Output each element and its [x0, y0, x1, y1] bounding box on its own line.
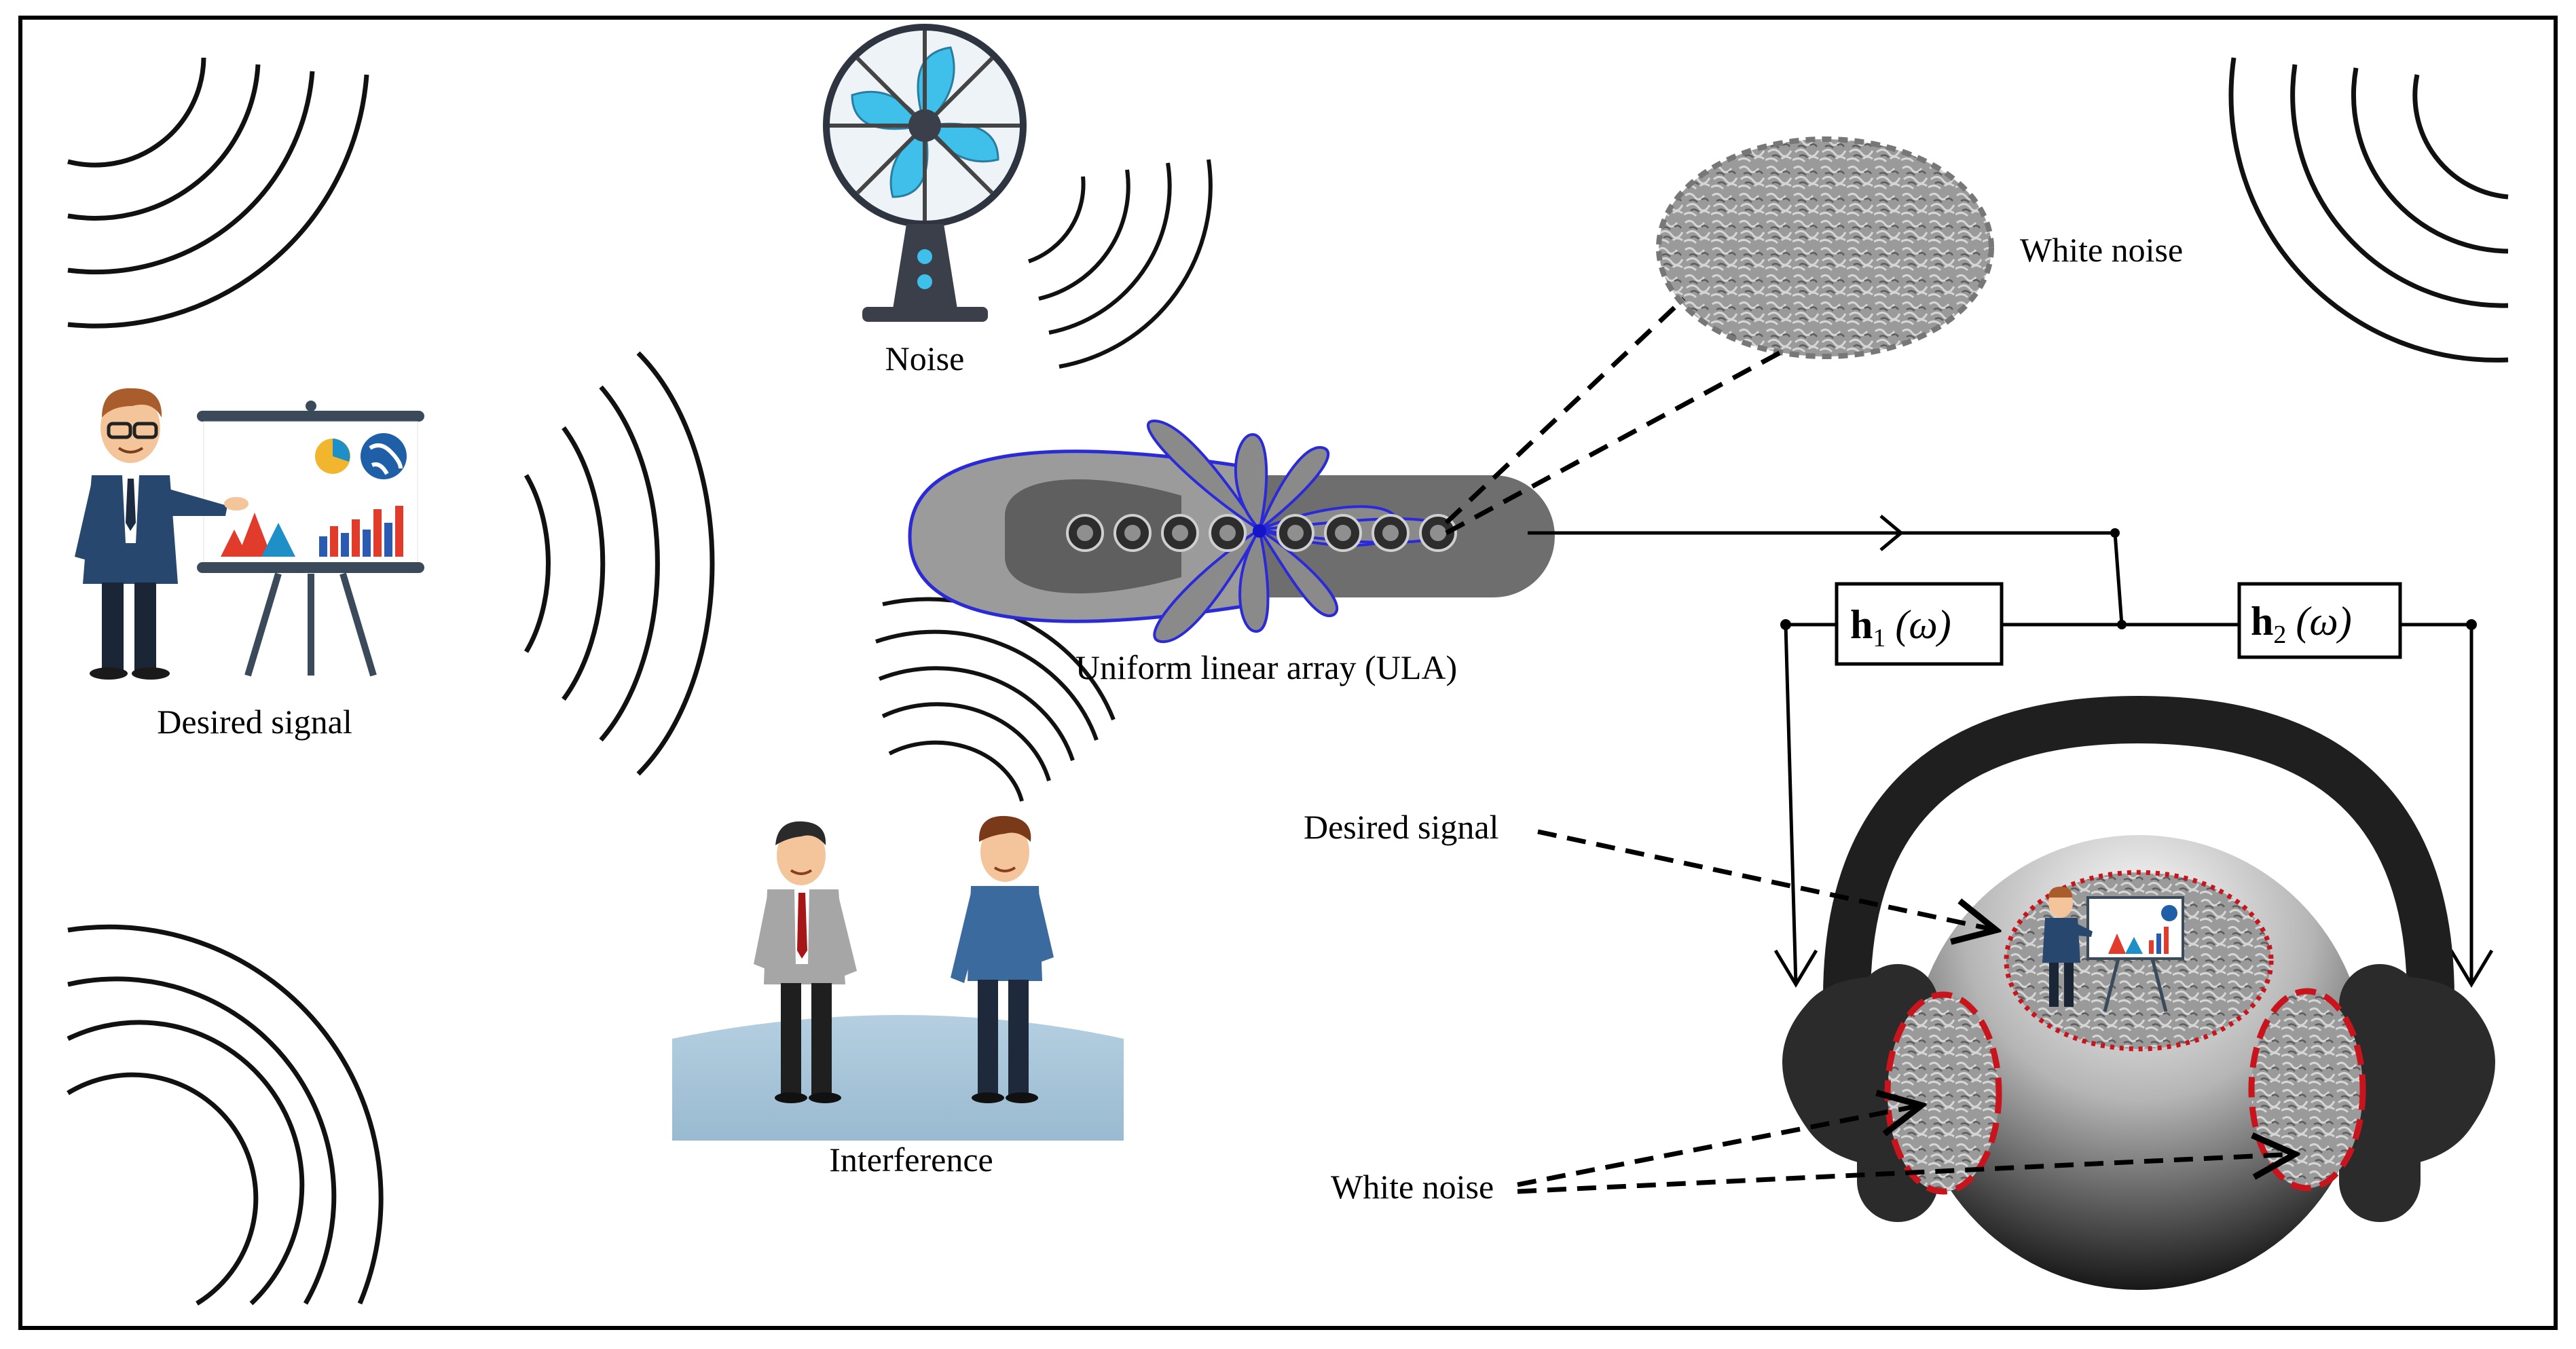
noise-label: Noise: [885, 339, 965, 377]
white-noise-blob-top: [1656, 136, 1994, 359]
svg-text:h1(ω): h1 (ω): [1850, 602, 1951, 652]
ula-label: Uniform linear array (ULA): [1075, 648, 1457, 686]
desired-signal-label-left: Desired signal: [157, 703, 352, 741]
ula-array: [908, 419, 1555, 644]
microphone-element-icon: [1276, 514, 1314, 552]
wave-arcs-fan: [1028, 159, 1213, 369]
microphone-element-icon: [1324, 514, 1362, 552]
wave-arcs-top-left: [67, 57, 369, 329]
filter-h1-arg: (ω): [1895, 602, 1951, 647]
white-noise-ear-left: [1884, 991, 2002, 1195]
filter-h2-sub: 2: [2273, 621, 2286, 649]
signal-path-nodes: [1780, 528, 2477, 630]
presenter-icon: [75, 388, 424, 680]
filter-h2-name: h: [2251, 599, 2273, 644]
pointer-lines: [1517, 829, 2295, 1194]
white-noise-link-lines: [1444, 297, 1787, 536]
presenter-icon-small: [2042, 886, 2184, 1012]
filter-h2-box: h2 (ω): [2237, 582, 2402, 659]
conversation-icon: [672, 815, 1124, 1141]
wave-arcs-bottom-left: [67, 924, 384, 1306]
microphone-element-icon: [1161, 514, 1199, 552]
microphone-element-icon: [1209, 514, 1247, 552]
outer-frame: [18, 16, 2558, 1330]
wave-arcs-top-right: [2228, 57, 2509, 363]
microphone-element-icon: [1066, 514, 1104, 552]
white-noise-ear-right: [2248, 988, 2366, 1191]
microphone-elements: [1066, 514, 1457, 552]
headphones-icon: [1782, 695, 2495, 1290]
desired-signal-label-right: Desired signal: [1304, 808, 1498, 846]
microphone-element-icon: [1372, 514, 1410, 552]
fan-icon: [823, 24, 1027, 322]
filter-h1-sub: 1: [1873, 624, 1885, 652]
filter-h1-name: h: [1850, 602, 1873, 647]
wave-arcs-interference: [875, 597, 1116, 802]
white-noise-label-top: White noise: [2020, 231, 2183, 269]
white-noise-label-bottom: White noise: [1331, 1168, 1494, 1206]
filter-h1-box: h1 (ω): [1835, 582, 2004, 666]
microphone-element-icon: [1419, 514, 1457, 552]
microphone-element-icon: [1114, 514, 1152, 552]
svg-text:h2(ω): h2 (ω): [2251, 599, 2352, 649]
filter-h2-arg: (ω): [2296, 599, 2351, 644]
wave-arcs-presenter: [523, 351, 715, 776]
interference-label: Interference: [829, 1141, 993, 1179]
